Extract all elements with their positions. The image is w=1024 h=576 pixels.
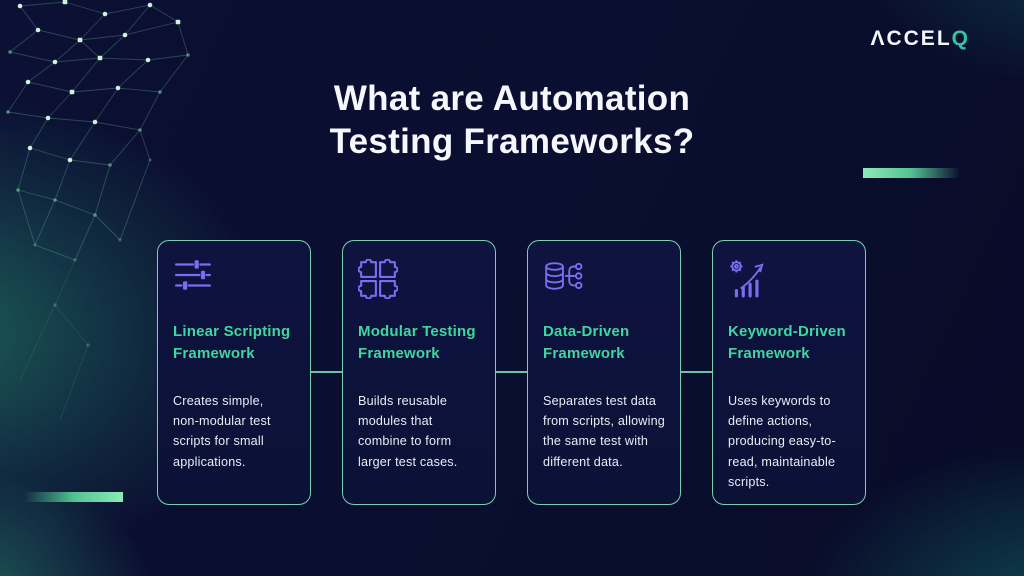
database-branch-icon xyxy=(543,259,665,299)
accent-bar-bottom-left xyxy=(25,492,123,502)
page-title: What are Automation Testing Frameworks? xyxy=(0,78,1024,163)
card-title: Linear Scripting Framework xyxy=(173,323,291,362)
card-body: Creates simple, non-modular test scripts… xyxy=(173,393,271,469)
logo-q-letter: Q xyxy=(951,27,970,50)
card-connector xyxy=(679,371,715,373)
card-data-driven-framework: Data-Driven Framework Separates test dat… xyxy=(527,240,681,505)
card-connector xyxy=(494,371,530,373)
card-title: Keyword-Driven Framework xyxy=(728,323,846,362)
card-connector xyxy=(308,371,345,373)
card-title: Modular Testing Framework xyxy=(358,323,476,362)
sliders-icon xyxy=(173,259,295,299)
card-keyword-driven-framework: Keyword-Driven Framework Uses keywords t… xyxy=(712,240,866,505)
card-linear-scripting-framework: Linear Scripting Framework Creates simpl… xyxy=(157,240,311,505)
card-body: Uses keywords to define actions, produci… xyxy=(728,393,836,490)
logo-text: ΛCCEL xyxy=(870,27,952,50)
puzzle-pieces-icon xyxy=(358,259,480,299)
page-title-line-1: What are Automation xyxy=(333,79,691,118)
card-body: Separates test data from scripts, allowi… xyxy=(543,393,665,469)
card-body: Builds reusable modules that combine to … xyxy=(358,393,458,469)
framework-cards-row: Linear Scripting Framework Creates simpl… xyxy=(157,240,866,505)
page-title-line-2: Testing Frameworks? xyxy=(329,121,695,161)
card-modular-testing-framework: Modular Testing Framework Builds reusabl… xyxy=(342,240,496,505)
gear-growth-chart-icon xyxy=(728,259,850,299)
card-title: Data-Driven Framework xyxy=(543,323,630,362)
accent-bar-right xyxy=(863,168,959,178)
